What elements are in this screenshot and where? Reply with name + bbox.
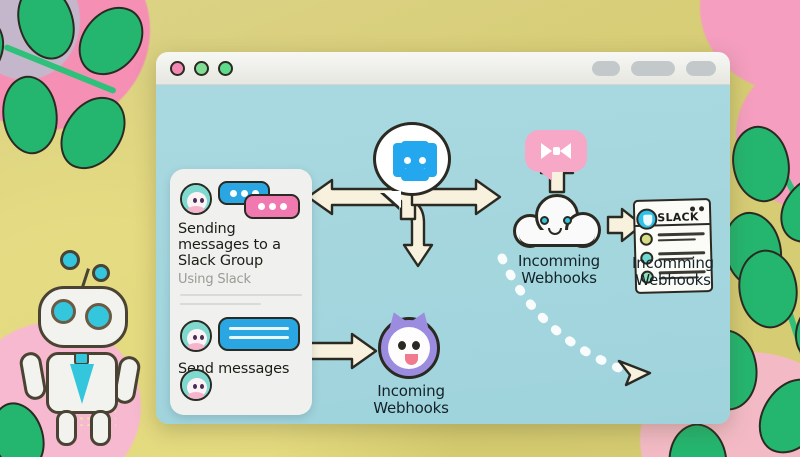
chat-bubble-pink-icon: [244, 194, 300, 219]
card-divider-2: [180, 302, 261, 305]
card-icon-row: [178, 179, 304, 219]
window-minimize-button[interactable]: [194, 60, 209, 76]
cloud-face-icon[interactable]: [513, 192, 601, 250]
toolbar-button-1[interactable]: [592, 60, 620, 76]
card-subtitle: Using Slack: [178, 271, 251, 287]
cat-avatar-icon: [180, 183, 212, 215]
cloud-label: Incomming Webhooks: [518, 252, 600, 287]
browser-titlebar: [156, 52, 730, 85]
purple-face-icon[interactable]: [378, 309, 440, 379]
card-title: Sending messages to a Slack Group: [178, 221, 281, 270]
doc-brand-label: SLACK: [657, 210, 699, 225]
window-close-button[interactable]: [170, 60, 185, 76]
toolbar-button-3[interactable]: [686, 60, 716, 76]
toolbar-button-2[interactable]: [631, 60, 675, 76]
cat-avatar-icon-3: [180, 369, 212, 401]
doc-bullet-icon: [639, 232, 653, 246]
slack-speech-bubble-icon[interactable]: [373, 122, 451, 208]
card-divider-1: [180, 293, 302, 296]
card-icon-row-2: [178, 315, 304, 357]
browser-toolbar-buttons: [592, 60, 716, 76]
shield-icon: [636, 208, 658, 230]
cat-avatar-icon-2: [180, 319, 212, 352]
window-maximize-button[interactable]: [218, 60, 233, 76]
left-info-card[interactable]: Sending messages to a Slack Group Using …: [170, 169, 312, 415]
doc-row: [639, 231, 705, 246]
robot-mascot-icon: [17, 250, 148, 446]
purple-circle-label: Incoming Webhooks: [373, 382, 449, 417]
slack-logo-mark: [393, 141, 437, 181]
doc-card-header: SLACK: [634, 200, 710, 230]
doc-card-label: Incomming Webhooks: [632, 254, 714, 289]
decor-leaf-sprig-topleft: [0, 0, 164, 181]
bowtie-glyph: [541, 143, 571, 159]
pink-bowtie-badge-icon: [525, 130, 587, 181]
message-bubble-icon: [218, 316, 300, 351]
browser-window: .ar { fill:#f7f1dd; stroke:#2b2a22; stro…: [156, 52, 730, 424]
